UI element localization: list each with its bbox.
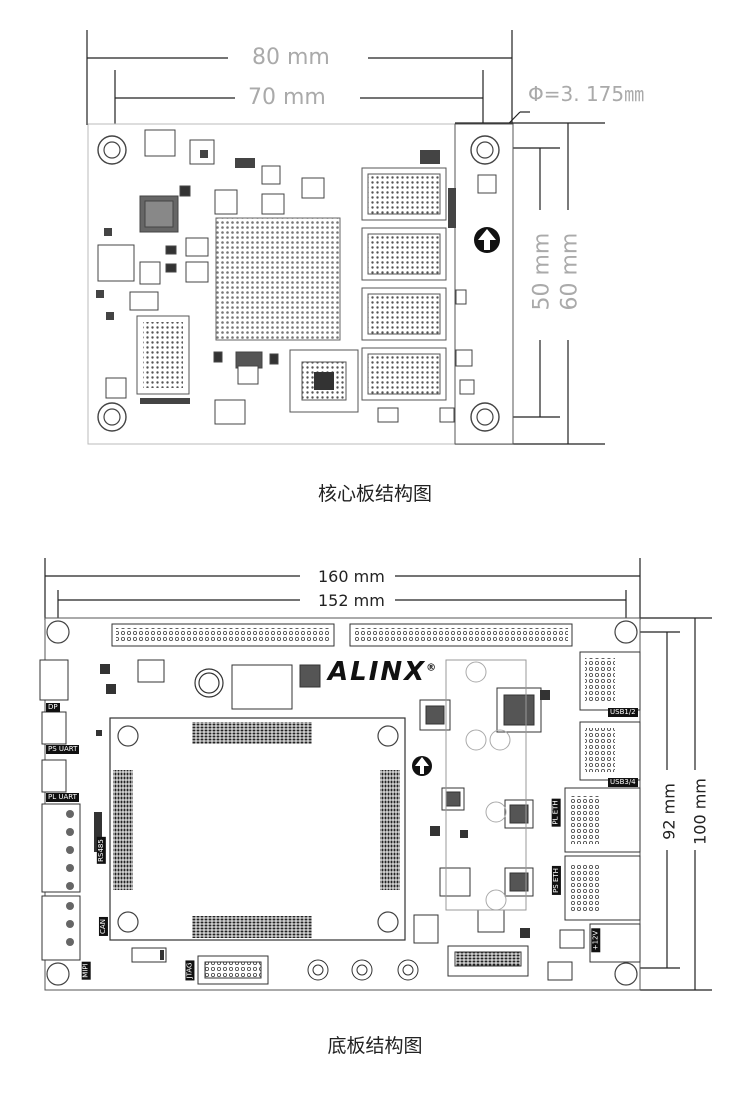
core-caption: 核心板结构图 [317, 483, 432, 505]
core-dim-width-outer: 80 mm [252, 45, 330, 70]
label-mipi: MIPI [81, 961, 91, 980]
label-usb34: USB3/4 [608, 778, 638, 787]
core-board-diagram [86, 30, 605, 445]
base-dim-height-outer: 100 mm [690, 778, 710, 845]
label-pl-uart: PL UART [46, 793, 79, 802]
base-battery [194, 668, 224, 698]
base-right-connectors [564, 651, 641, 963]
label-power: +12V [591, 928, 601, 953]
base-buttons [307, 959, 419, 981]
label-can: CAN [98, 917, 108, 936]
base-board-to-board-connectors [113, 722, 400, 938]
base-dim-height-inner: 92 mm [659, 783, 679, 840]
brand-text: ALINX [328, 657, 427, 687]
base-brand-logo: ALINX® [328, 657, 439, 687]
label-pl-eth: PL ETH [551, 798, 561, 827]
core-ddr-chips [361, 167, 447, 401]
core-dim-height-inner: 50 mm [529, 232, 555, 311]
core-dim-height-outer: 60 mm [557, 232, 583, 311]
core-dim-width-inner: 70 mm [248, 85, 326, 110]
core-components [97, 129, 497, 425]
label-rs485: RS485 [96, 837, 106, 864]
core-dim-hole: Φ=3. 175㎜ [528, 82, 645, 106]
base-components [131, 659, 585, 985]
base-dimension-lines [44, 558, 712, 991]
base-dim-width-outer: 160 mm [318, 567, 385, 586]
base-caption: 底板结构图 [327, 1035, 423, 1057]
label-ps-eth: PS ETH [551, 866, 561, 895]
label-ps-uart: PS UART [46, 745, 80, 754]
core-orientation-arrow-icon [474, 227, 500, 253]
base-dim-width-inner: 152 mm [318, 591, 385, 610]
label-usb12: USB1/2 [608, 708, 638, 717]
base-orientation-arrow-icon [412, 756, 432, 776]
label-dp: DP [46, 703, 60, 712]
core-mounting-holes [97, 135, 500, 432]
core-fpga-chip [215, 217, 341, 341]
base-core-slot [109, 717, 406, 941]
base-expansion-headers [111, 623, 573, 647]
label-jtag: JTAG [185, 960, 195, 981]
